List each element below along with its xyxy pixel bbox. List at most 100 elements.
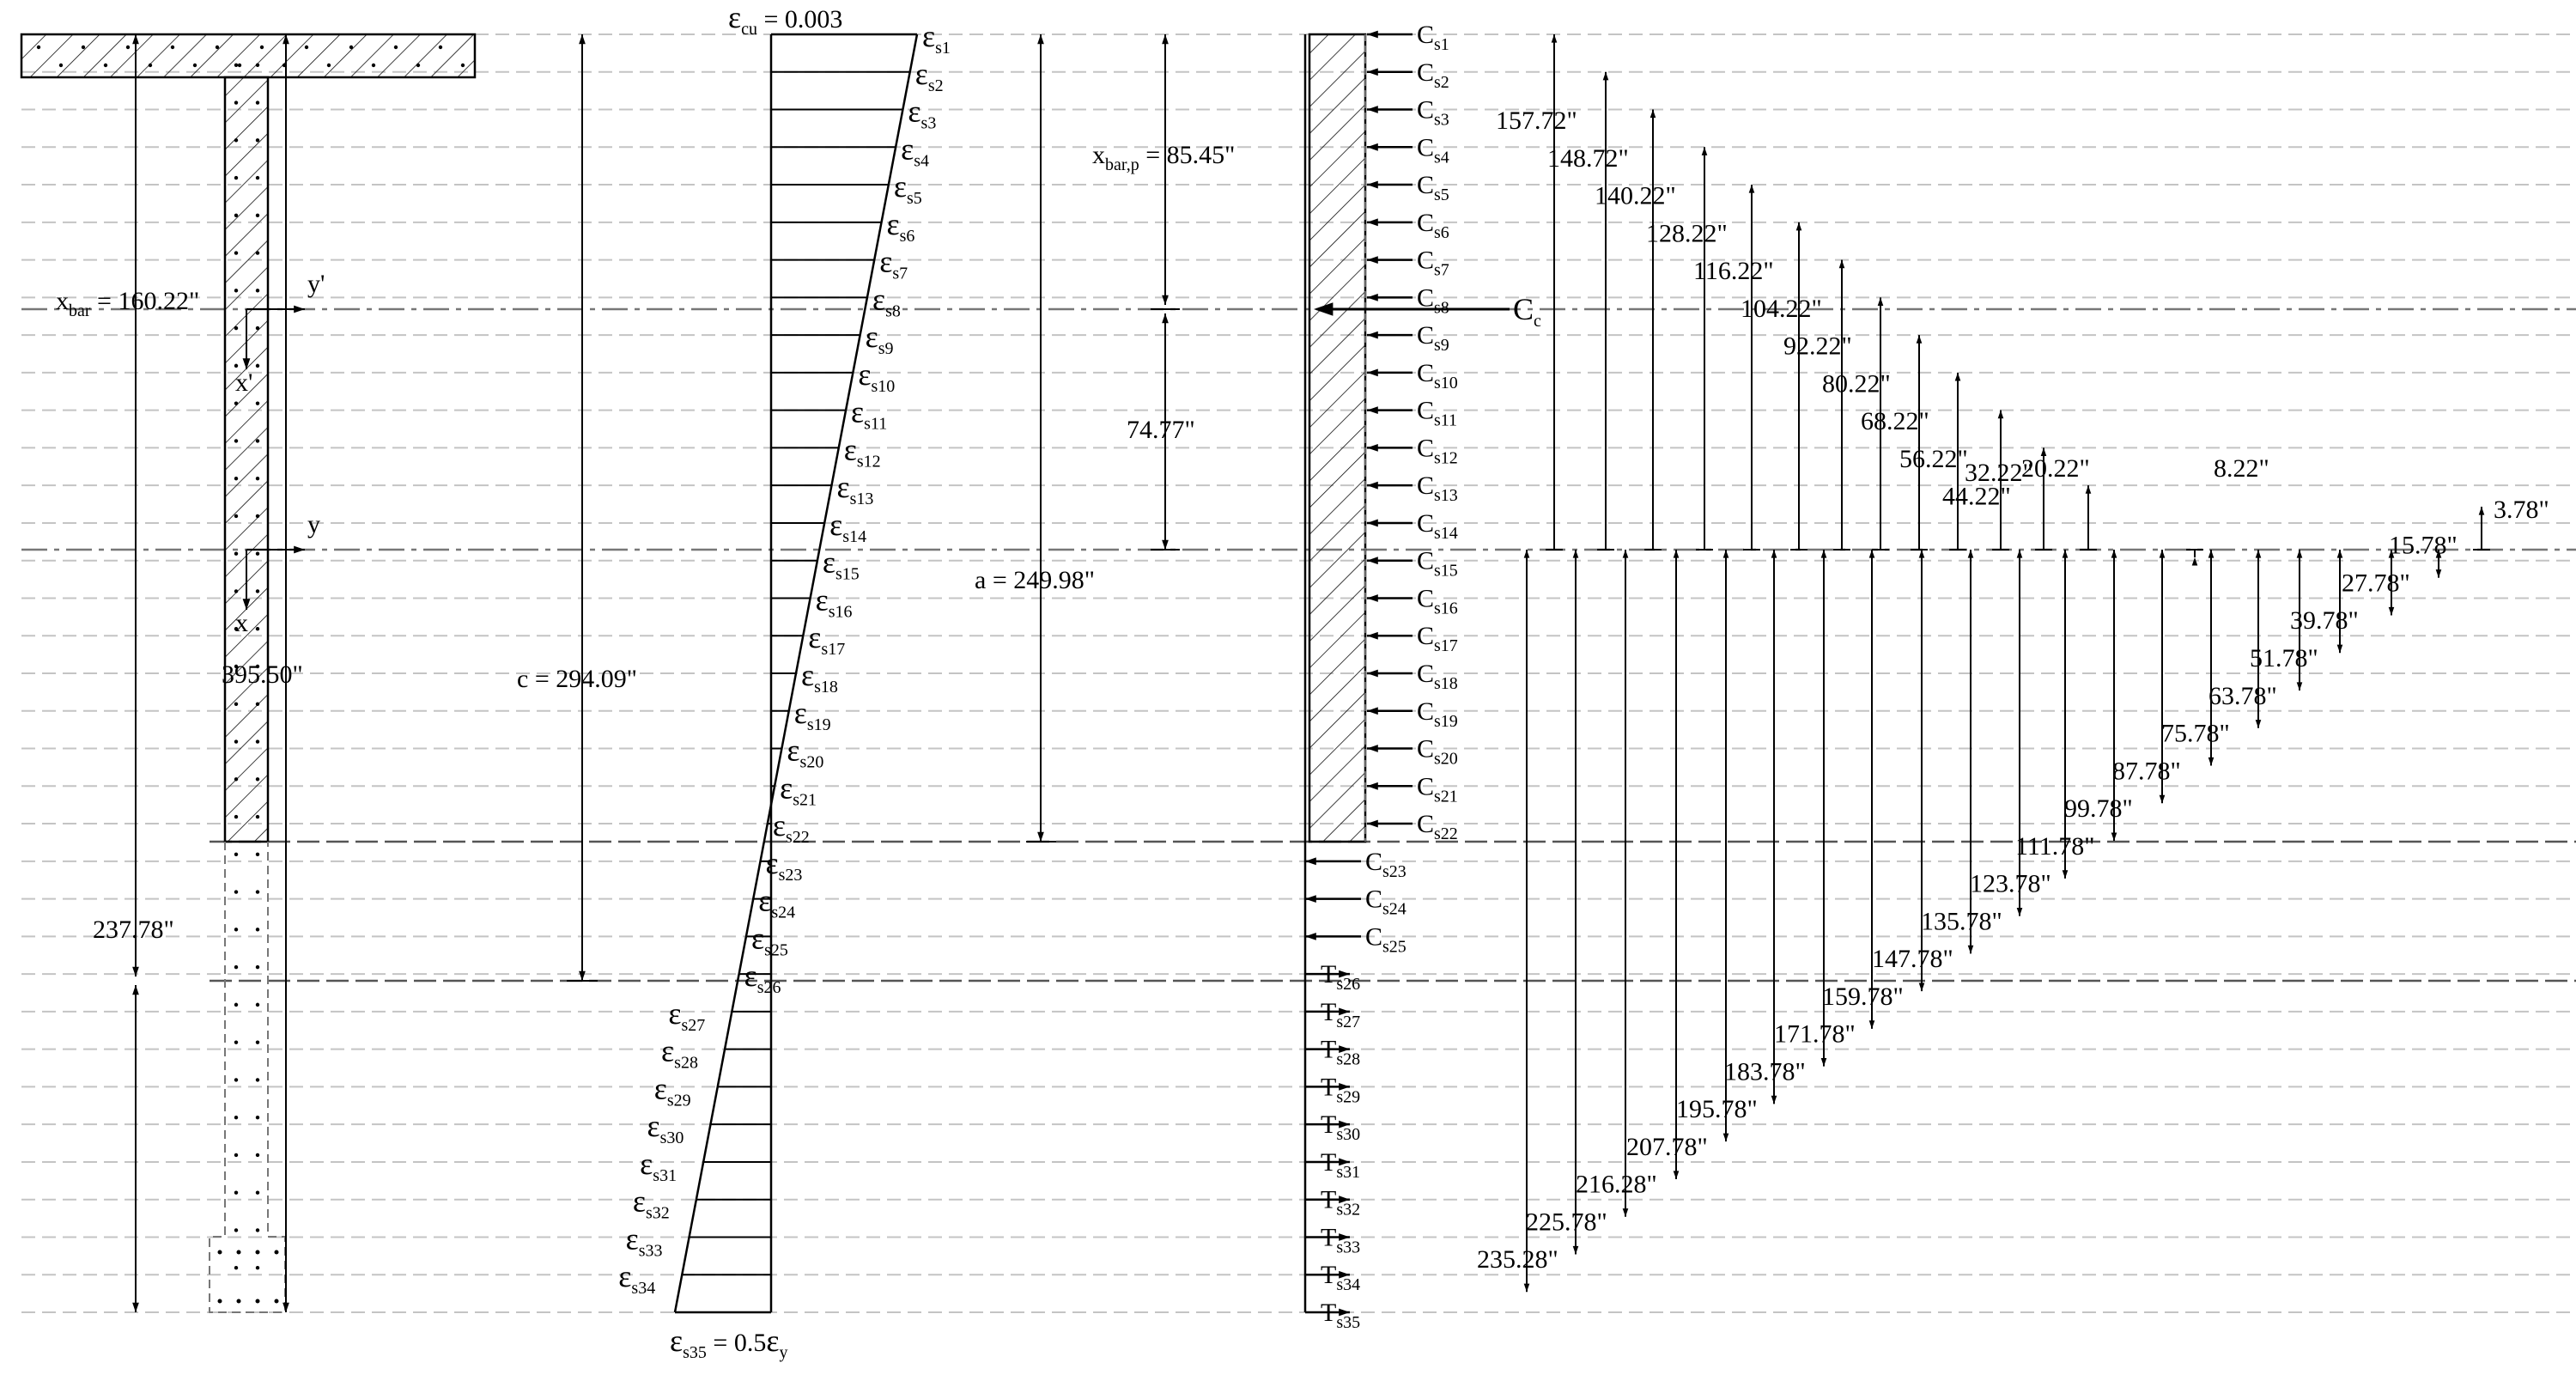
compression-force-label: Cs13	[1417, 471, 1458, 505]
lever-arm-label: 235.28"	[1477, 1245, 1558, 1274]
strain-layer-label: εs15	[823, 545, 860, 584]
lever-arm-head	[2255, 550, 2262, 558]
lever-arm-head	[2040, 447, 2047, 457]
rebar-dot	[255, 1250, 260, 1255]
lever-arm-head	[2296, 550, 2303, 558]
xbarp-dim-head	[1162, 34, 1169, 45]
compression-force-head	[1367, 519, 1378, 527]
rebar-dot	[274, 1299, 279, 1304]
centroid-axis-y-head	[294, 305, 305, 313]
dim-74-head	[1162, 539, 1169, 550]
lever-arm-label: 116.22"	[1693, 257, 1774, 285]
plastic-axis-y-head	[294, 545, 305, 554]
lever-arm-head	[2062, 870, 2069, 879]
rebar-dot	[234, 1078, 239, 1082]
compression-force-head	[1367, 631, 1378, 640]
lever-arm-label: 135.78"	[1921, 907, 2002, 935]
rebar-dot	[255, 363, 260, 368]
rebar-dot	[234, 439, 239, 443]
lever-arm-head	[2062, 550, 2069, 558]
rebar-dot	[255, 1190, 260, 1195]
cross-section	[20, 33, 477, 1313]
compression-force-head	[1367, 30, 1378, 39]
rebar-dot	[234, 1228, 239, 1232]
lever-arm-label: 140.22"	[1595, 182, 1676, 210]
lever-arm-label: 39.78"	[2290, 606, 2359, 635]
strain-layer-label: εs34	[618, 1259, 655, 1298]
lever-arm-head	[1967, 945, 1974, 954]
lever-arm-head	[1622, 1208, 1629, 1217]
compression-force-label: Cs22	[1417, 810, 1458, 843]
rebar-dot	[255, 1299, 260, 1304]
lever-arm-label: 63.78"	[2208, 682, 2277, 710]
rebar-dot	[234, 627, 239, 631]
lever-arm-label: 87.78"	[2112, 757, 2181, 785]
tension-force-head	[1339, 1045, 1350, 1054]
rebar-dot	[234, 852, 239, 857]
strain-layer-label: εs22	[773, 808, 810, 847]
rebar-dot	[255, 928, 260, 932]
lever-arm-head	[2336, 644, 2343, 654]
rebar-dot	[255, 251, 260, 255]
strain-layer-label: εs2	[915, 57, 944, 95]
rebar-dot	[125, 45, 131, 50]
web-hatched	[223, 76, 270, 843]
rebar-dot	[234, 702, 239, 706]
rebar-dot	[234, 739, 239, 744]
xbar-label: xbar = 160.22"	[56, 287, 199, 320]
height-total-label: 395.50"	[222, 660, 303, 689]
lever-arm-head	[1572, 550, 1579, 558]
compression-force-head	[1367, 180, 1378, 189]
compression-force-head	[1367, 782, 1378, 790]
compression-force-label: Cs18	[1417, 660, 1458, 693]
lever-arm-label: 75.78"	[2161, 720, 2230, 748]
compression-force-label: Cs4	[1417, 133, 1449, 167]
lever-arms: 157.72"148.72"140.22"128.22"116.22"104.2…	[1477, 34, 2549, 1293]
rebar-dot	[234, 138, 239, 143]
lever-arm-head	[1523, 550, 1530, 558]
rebar-dot	[234, 1190, 239, 1195]
compression-force-label: Cs12	[1417, 434, 1458, 467]
rebar-dot	[255, 852, 260, 857]
rebar-dot	[234, 777, 239, 782]
lever-arm-label: 147.78"	[1872, 945, 1953, 973]
rebar-dot	[234, 1115, 239, 1120]
lever-arm-label: 157.72"	[1496, 106, 1577, 135]
axis-y-label: y	[307, 510, 320, 538]
strain-layer-label: εs31	[640, 1147, 677, 1185]
tension-force-head	[1339, 1120, 1350, 1129]
lever-arm-label: 216.28"	[1576, 1171, 1657, 1199]
lever-arm-label: 123.78"	[1970, 870, 2051, 898]
compression-force-label: Cs10	[1417, 359, 1458, 392]
rebar-dot	[234, 1153, 239, 1158]
lever-arm-head	[1673, 550, 1680, 558]
resultant-cc-head	[1314, 302, 1334, 316]
compression-force-label: Cs11	[1417, 397, 1457, 430]
strain-layer-label: εs18	[801, 658, 838, 697]
compression-force-label: Cs5	[1417, 171, 1449, 204]
rebar-dot	[274, 1250, 279, 1255]
rebar-dot	[255, 325, 260, 331]
strain-layer-label: εs19	[794, 696, 831, 734]
strain-bottom-label: εs35 = 0.5εy	[670, 1323, 787, 1362]
compression-force-label: Cs6	[1417, 209, 1449, 242]
lever-arm-label: 99.78"	[2064, 794, 2133, 823]
lever-arm-label: 15.78"	[2389, 532, 2458, 560]
lever-arm-head	[2159, 794, 2166, 804]
rebar-dot	[255, 1266, 260, 1270]
lever-arm-label: 51.78"	[2250, 644, 2318, 672]
strain-layer-label: εs25	[751, 921, 788, 959]
rebar-dot	[255, 589, 260, 593]
lever-arm-label: 104.22"	[1741, 295, 1822, 323]
compression-force-head	[1367, 143, 1378, 151]
strain-layer-label: εs10	[858, 357, 895, 396]
strain-layer-label: εs13	[836, 470, 873, 508]
axis-y-prime-label: y'	[307, 270, 325, 298]
rebar-dot	[255, 213, 260, 218]
compression-force-label: Cs19	[1417, 697, 1458, 731]
compression-force-label: Cs9	[1417, 321, 1449, 355]
strain-layer-label: εs27	[668, 996, 705, 1035]
lever-arm-head	[2435, 569, 2442, 578]
rebar-dot	[234, 325, 239, 331]
compression-force-label: Cs2	[1417, 58, 1449, 92]
